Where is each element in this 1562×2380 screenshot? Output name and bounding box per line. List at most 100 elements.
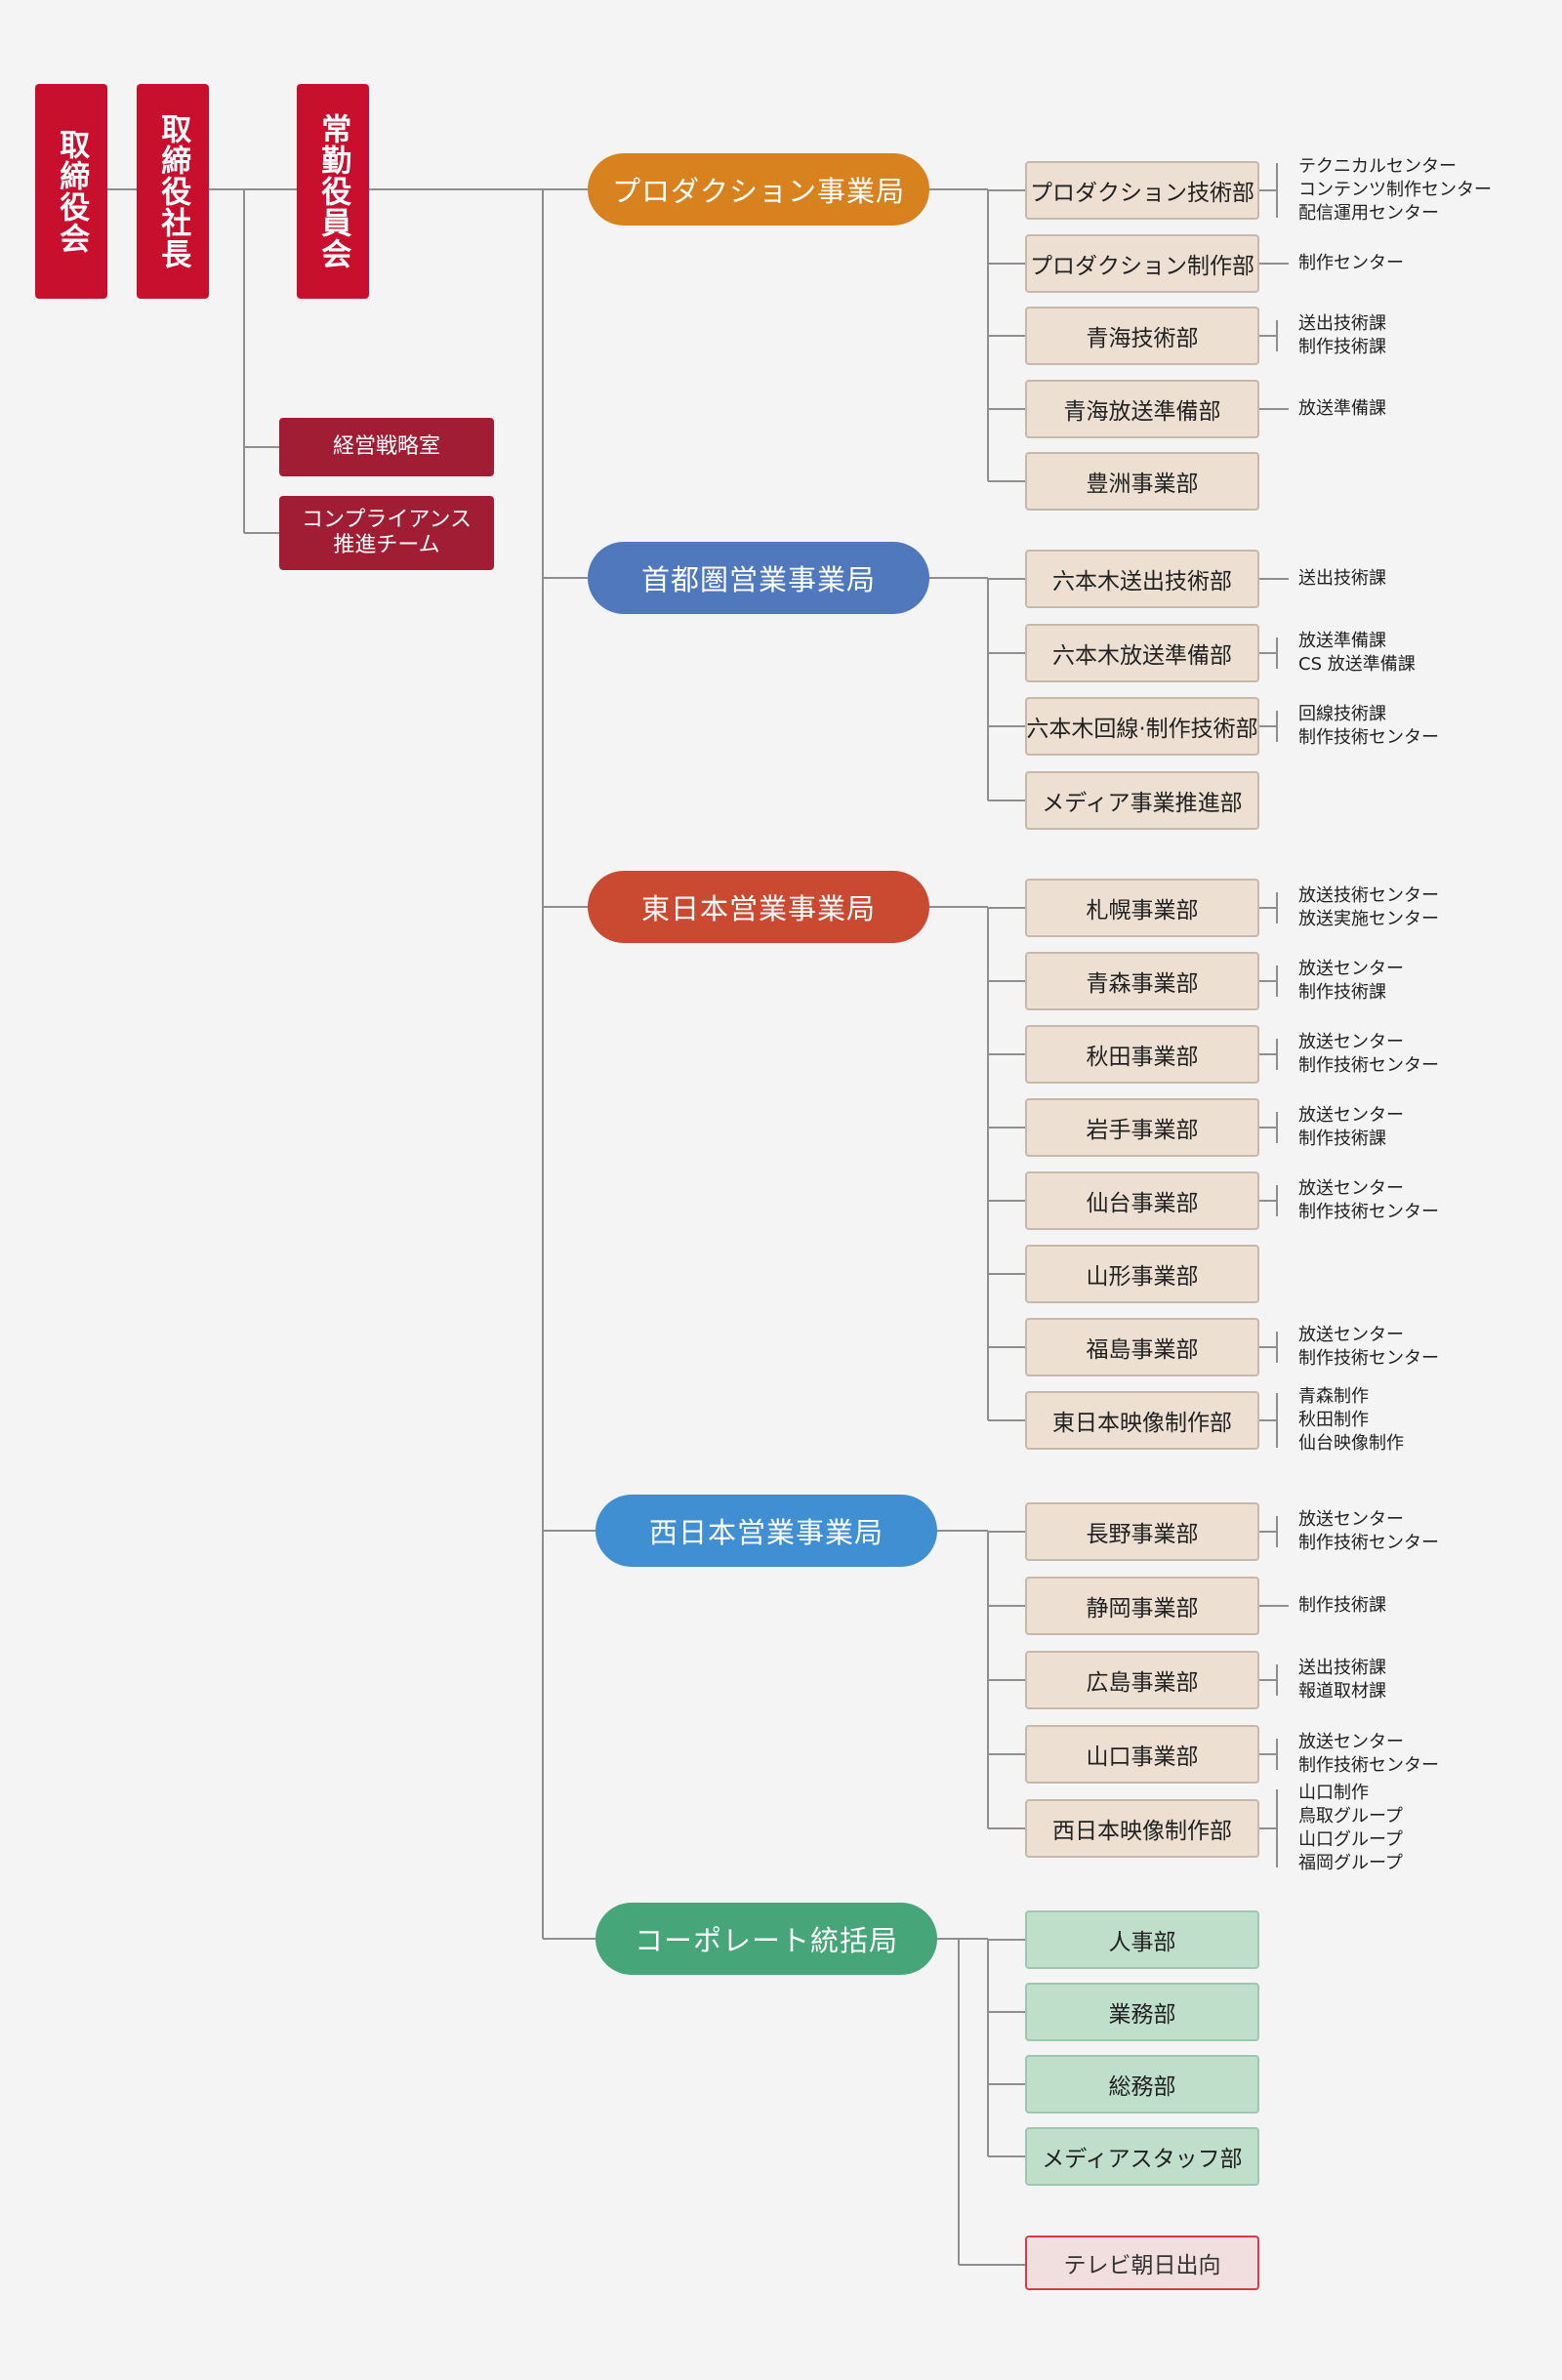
dept-connector xyxy=(988,980,1025,982)
unit-label: 放送実施センター xyxy=(1298,909,1439,929)
bureau-3[interactable]: 東日本営業事業局 xyxy=(588,871,929,943)
staff-connector xyxy=(244,446,279,448)
unit-connector xyxy=(1259,651,1277,654)
bureau-to-dept-connector xyxy=(929,577,988,579)
unit-list: 放送準備課 xyxy=(1298,397,1386,421)
unit-label: 仙台映像制作 xyxy=(1298,1433,1404,1454)
bureau-2[interactable]: 首都圏営業事業局 xyxy=(588,542,929,614)
dept-box[interactable]: 青海放送準備部 xyxy=(1025,379,1259,438)
unit-list: 放送センター制作技術センター xyxy=(1298,1731,1439,1778)
dept-box[interactable]: プロダクション技術部 xyxy=(1025,161,1259,220)
dept-box[interactable]: 長野事業部 xyxy=(1025,1502,1259,1561)
unit-bracket-line xyxy=(1276,1516,1278,1547)
president-box[interactable]: 取締役社長 xyxy=(137,84,209,299)
staff-connector xyxy=(243,189,245,533)
unit-connector xyxy=(1259,1419,1277,1421)
dept-box[interactable]: 福島事業部 xyxy=(1025,1318,1259,1376)
unit-bracket-line xyxy=(1276,1664,1278,1696)
exec-connector xyxy=(369,188,543,190)
unit-label: 制作技術センター xyxy=(1298,1533,1439,1553)
unit-list: テクニカルセンターコンテンツ制作センター配信運用センター xyxy=(1298,155,1492,226)
unit-bracket-line xyxy=(1276,1185,1278,1216)
dept-box[interactable]: 岩手事業部 xyxy=(1025,1098,1259,1157)
dept-box[interactable]: メディア事業推進部 xyxy=(1025,770,1259,830)
unit-label: 放送準備課 xyxy=(1298,630,1386,651)
unit-connector xyxy=(1259,1127,1277,1128)
executive-committee-box[interactable]: 常勤役員会 xyxy=(297,84,369,299)
dept-box[interactable]: 六本木回線·制作技術部 xyxy=(1025,697,1259,756)
dept-spine-line xyxy=(987,1939,989,2156)
unit-bracket-line xyxy=(1276,1739,1278,1770)
dept-box[interactable]: 静岡事業部 xyxy=(1025,1577,1259,1635)
dept-box[interactable]: 広島事業部 xyxy=(1025,1651,1259,1709)
unit-label: 制作技術課 xyxy=(1298,1595,1386,1616)
dept-connector xyxy=(988,335,1025,337)
unit-label: 放送センター xyxy=(1298,1325,1404,1345)
dept-box[interactable]: 六本木放送準備部 xyxy=(1025,623,1259,682)
dept-box[interactable]: メディアスタッフ部 xyxy=(1025,2127,1259,2186)
unit-label: 制作技術センター xyxy=(1298,1055,1439,1076)
unit-label: 送出技術課 xyxy=(1298,1658,1386,1678)
unit-list: 放送センター制作技術センター xyxy=(1298,1177,1439,1224)
bureau-1[interactable]: プロダクション事業局 xyxy=(588,153,929,226)
unit-connector xyxy=(1259,1827,1277,1829)
unit-label: 秋田制作 xyxy=(1298,1410,1369,1430)
unit-list: 青森制作秋田制作仙台映像制作 xyxy=(1298,1385,1404,1456)
compliance-team-box[interactable]: コンプライアンス 推進チーム xyxy=(279,496,494,570)
dept-box[interactable]: 山形事業部 xyxy=(1025,1245,1259,1303)
dept-box[interactable]: 六本木送出技術部 xyxy=(1025,550,1259,608)
dept-box[interactable]: 西日本映像制作部 xyxy=(1025,1799,1259,1858)
dept-connector xyxy=(988,1827,1025,1829)
unit-connector xyxy=(1259,1679,1277,1681)
unit-label: 放送センター xyxy=(1298,1178,1404,1199)
unit-list: 送出技術課 xyxy=(1298,567,1386,591)
unit-label: コンテンツ制作センター xyxy=(1298,180,1492,200)
dept-connector xyxy=(988,578,1025,580)
board-of-directors-box[interactable]: 取締役会 xyxy=(35,84,107,299)
unit-label: CS 放送準備課 xyxy=(1298,653,1416,675)
dept-box[interactable]: 仙台事業部 xyxy=(1025,1171,1259,1230)
dept-box[interactable]: 豊洲事業部 xyxy=(1025,452,1259,511)
dept-connector xyxy=(988,262,1025,265)
unit-label: 放送準備課 xyxy=(1298,397,1386,419)
unit-bracket-line xyxy=(1276,1789,1278,1867)
dept-connector xyxy=(988,1053,1025,1055)
dept-box[interactable]: 山口事業部 xyxy=(1025,1725,1259,1784)
dept-box[interactable]: 札幌事業部 xyxy=(1025,879,1259,937)
dept-box[interactable]: プロダクション制作部 xyxy=(1025,233,1259,293)
bureau-4[interactable]: 西日本営業事業局 xyxy=(596,1495,937,1567)
unit-list: 制作センター xyxy=(1298,252,1404,275)
dept-connector xyxy=(988,407,1025,410)
unit-label: 制作技術センター xyxy=(1298,1202,1439,1222)
dept-box[interactable]: 青海技術部 xyxy=(1025,307,1259,365)
bureau-to-dept-connector xyxy=(929,188,988,190)
unit-connector xyxy=(1259,1200,1277,1202)
unit-label: 報道取材課 xyxy=(1298,1681,1386,1702)
dept-box[interactable]: 秋田事業部 xyxy=(1025,1025,1259,1084)
unit-label: 制作技術課 xyxy=(1298,982,1386,1003)
dept-box[interactable]: 人事部 xyxy=(1025,1910,1259,1969)
unit-label: 放送センター xyxy=(1298,959,1404,979)
dept-box[interactable]: 東日本映像制作部 xyxy=(1025,1391,1259,1450)
dept-box[interactable]: 総務部 xyxy=(1025,2055,1259,2113)
unit-label: 山口制作 xyxy=(1298,1783,1369,1803)
dept-connector xyxy=(988,1531,1025,1533)
unit-bracket-line xyxy=(1276,1393,1278,1448)
unit-label: 制作技術課 xyxy=(1298,1128,1386,1149)
dept-connector xyxy=(988,725,1025,727)
dept-box[interactable]: 青森事業部 xyxy=(1025,952,1259,1010)
bureau-connector xyxy=(543,188,588,190)
unit-label: 放送センター xyxy=(1298,1032,1404,1052)
unit-label: 制作技術課 xyxy=(1298,337,1386,357)
dept-connector xyxy=(988,2083,1025,2085)
dept-connector xyxy=(988,2155,1025,2157)
unit-list: 放送センター制作技術センター xyxy=(1298,1031,1439,1078)
dept-connector xyxy=(988,651,1025,654)
secondment-box[interactable]: テレビ朝日出向 xyxy=(1025,2236,1259,2290)
strategy-office-box[interactable]: 経営戦略室 xyxy=(279,418,494,476)
dept-box[interactable]: 業務部 xyxy=(1025,1983,1259,2041)
unit-label: 福岡グループ xyxy=(1298,1853,1403,1873)
bureau-5[interactable]: コーポレート統括局 xyxy=(596,1903,937,1975)
